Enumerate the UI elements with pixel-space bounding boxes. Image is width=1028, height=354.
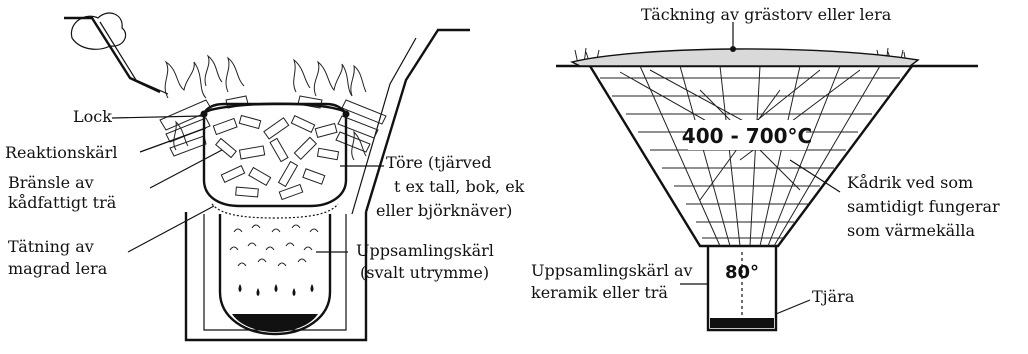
label-tar: Tjära — [812, 287, 855, 306]
label-lock: Lock — [73, 107, 112, 126]
turf-covering — [572, 49, 918, 66]
tar-layer — [710, 318, 774, 328]
label-resin-wood-line1: Kådrik ved som — [847, 173, 973, 192]
tar-drops — [239, 284, 314, 296]
left-leader-lines — [112, 116, 384, 252]
label-covering: Täckning av grästorv eller lera — [641, 5, 892, 24]
label-seal-line1: Tätning av — [8, 237, 94, 256]
temperature-label: 400 - 700°C — [682, 124, 812, 148]
label-pine-line3: eller björknäver) — [376, 201, 512, 220]
label-collection-line2: (svalt utrymme) — [360, 263, 489, 282]
label-fuel-line2: kådfattigt trä — [8, 193, 117, 212]
pine-wood-pieces — [213, 116, 338, 200]
label-pine-line2: t ex tall, bok, ek — [394, 177, 525, 196]
label-collection-line1: Uppsamlingskärl — [356, 241, 494, 260]
label-collector-line1: Uppsamlingskärl av — [531, 261, 693, 280]
label-seal-line2: magrad lera — [8, 259, 108, 278]
tar-pool — [232, 314, 318, 332]
label-resin-wood-line3: som värmekälla — [847, 221, 975, 240]
reaction-vessel — [204, 104, 346, 206]
label-reaction-vessel: Reaktionskärl — [5, 143, 117, 162]
label-collector-line2: keramik eller trä — [531, 283, 668, 302]
label-fuel-line1: Bränsle av — [8, 173, 94, 192]
pit-outline-inner — [100, 22, 416, 330]
collector-temperature: 80° — [725, 262, 759, 283]
label-resin-wood-line2: samtidigt fungerar — [847, 197, 1000, 216]
label-pine-line1: Töre (tjärved — [386, 153, 491, 172]
left-pit-diagram: Lock Reaktionskärl Bränsle av kådfattigt… — [5, 13, 525, 340]
cover-marker-dot — [730, 46, 736, 52]
lid-knob-right — [343, 111, 350, 118]
right-pit-diagram: 400 - 700°C 80° Täckning av grästorv ell… — [531, 5, 1000, 330]
vapour-marks — [230, 225, 318, 266]
